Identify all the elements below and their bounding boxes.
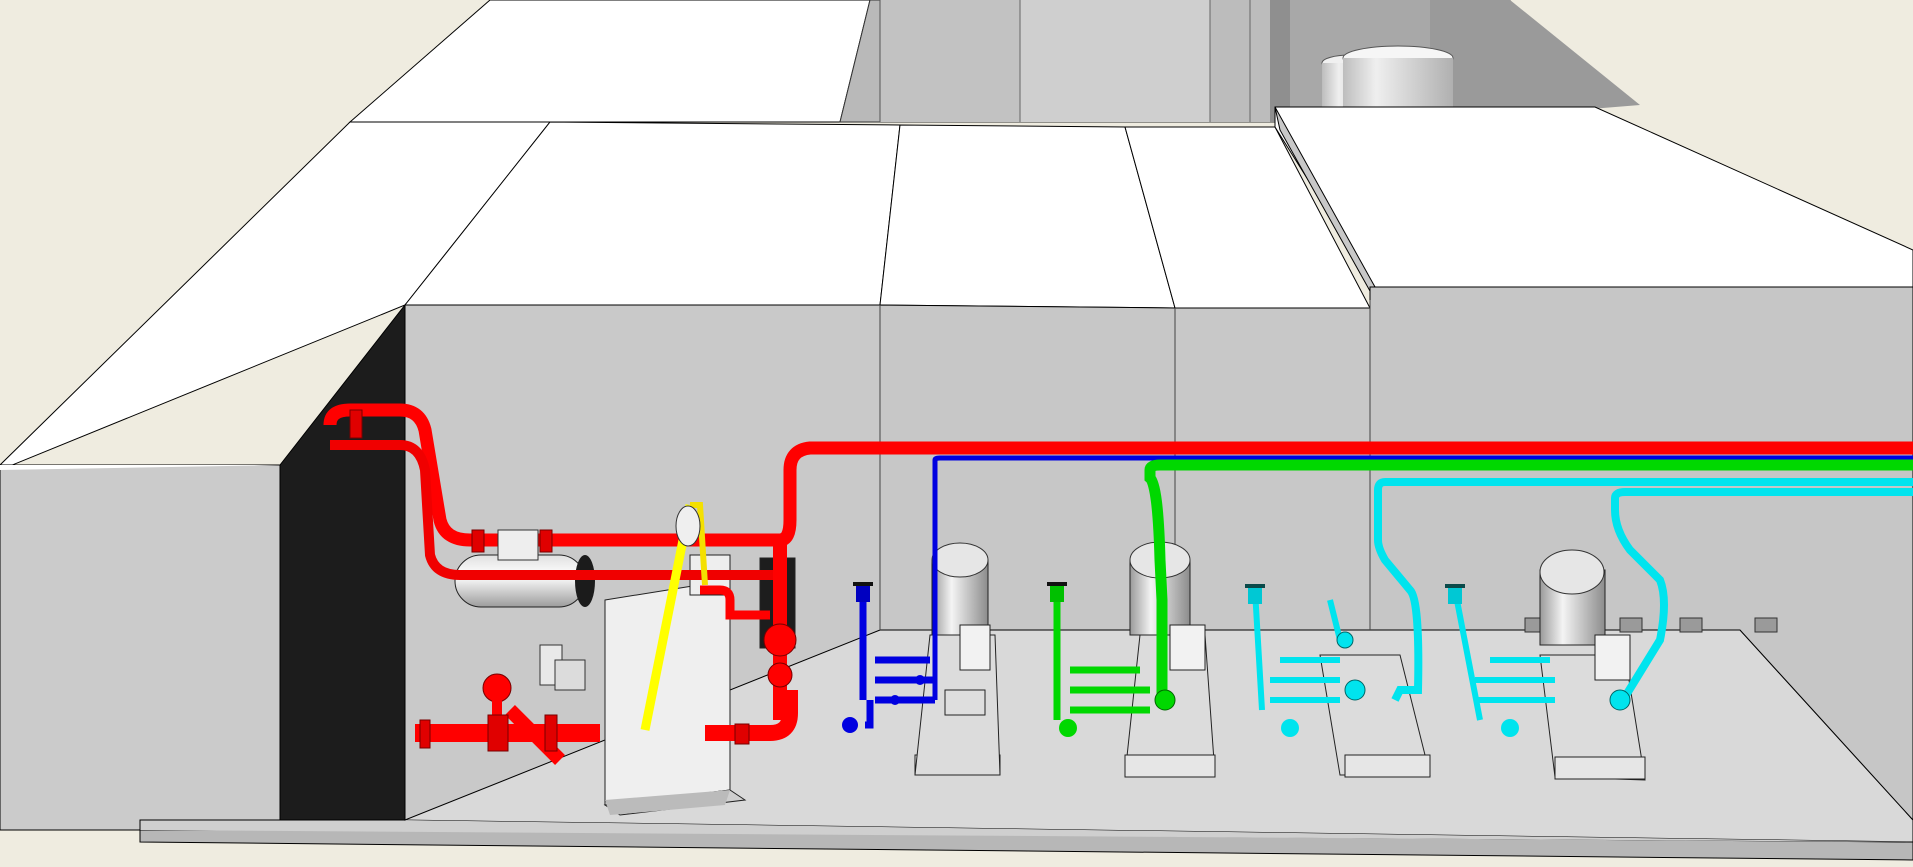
wall-tops: [0, 106, 1913, 471]
back-building: [348, 0, 1640, 123]
fire-pump-assembly: [323, 403, 1913, 816]
pump-set-cyan-1: [1245, 478, 1913, 778]
pump-set-green: [1047, 459, 1913, 778]
pump-set-cyan-2: [1445, 488, 1913, 781]
pump-set-blue: [842, 455, 1913, 776]
